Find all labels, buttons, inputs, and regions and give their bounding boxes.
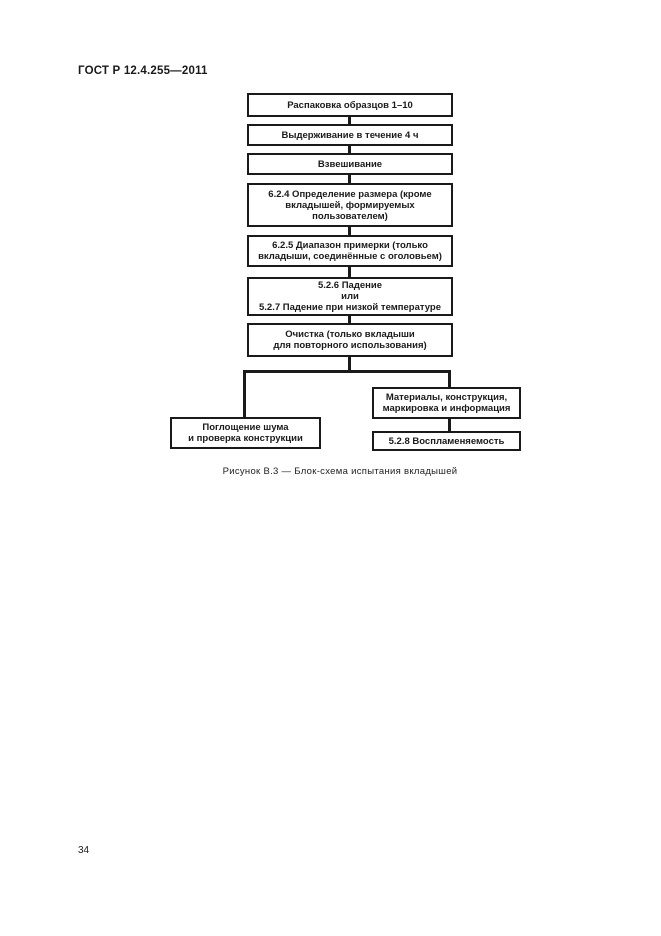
branch-horizontal-line	[243, 370, 451, 373]
connector-line	[348, 225, 351, 237]
branch-left-line	[243, 370, 246, 419]
connector-line	[348, 115, 351, 126]
flow-step-conditioning: Выдерживание в течение 4 ч	[247, 124, 453, 146]
flow-step-drop-test: 5.2.6 Падение или 5.2.7 Падение при низк…	[247, 277, 453, 316]
figure-caption: Рисунок В.3 — Блок-схема испытания вклад…	[222, 466, 458, 477]
flow-step-cleaning: Очистка (только вкладыши для повторного …	[247, 323, 453, 357]
branch-right-line	[448, 370, 451, 389]
flow-step-size-determination: 6.2.4 Определение размера (кроме вкладыш…	[247, 183, 453, 227]
connector-line	[448, 417, 451, 433]
flow-step-materials-marking: Материалы, конструкция, маркировка и инф…	[372, 387, 521, 419]
flow-step-fit-range: 6.2.5 Диапазон примерки (только вкладыши…	[247, 235, 453, 267]
flow-step-noise-absorption: Поглощение шума и проверка конструкции	[170, 417, 321, 449]
connector-line	[348, 173, 351, 185]
connector-line	[348, 314, 351, 325]
flow-step-flammability: 5.2.8 Воспламеняемость	[372, 431, 521, 451]
connector-line	[348, 144, 351, 155]
connector-line	[348, 265, 351, 279]
document-header: ГОСТ Р 12.4.255—2011	[78, 65, 208, 77]
flow-step-weighing: Взвешивание	[247, 153, 453, 175]
page-number: 34	[78, 845, 90, 856]
connector-line	[348, 355, 351, 372]
flow-step-unpacking: Распаковка образцов 1–10	[247, 93, 453, 117]
